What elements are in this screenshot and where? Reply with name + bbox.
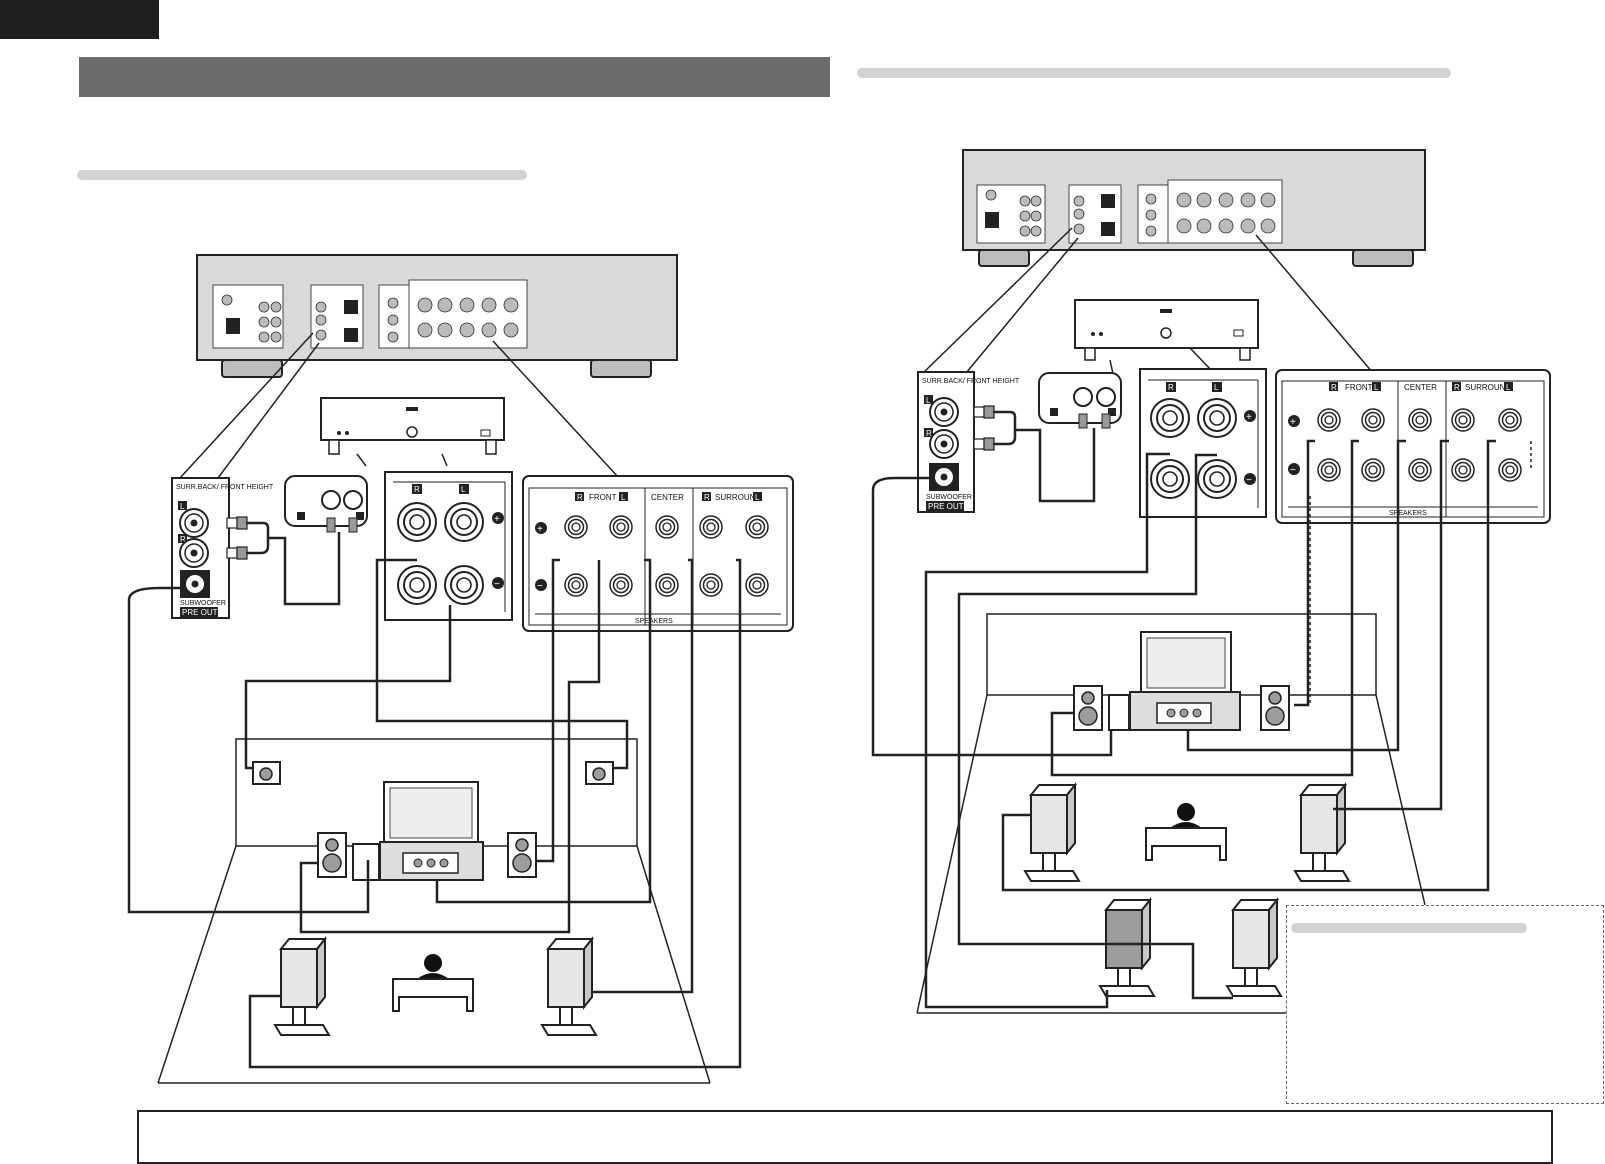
left-amp-input-block: [284, 475, 368, 533]
right-front-speaker-r: [1260, 685, 1290, 731]
right-preout-title: SURR.BACK/ FRONT HEIGHT: [922, 378, 1020, 385]
section-header-bar: [79, 57, 830, 97]
right-receiver-rear: [962, 149, 1426, 267]
left-preout-terminal-block: SURR.BACK/ FRONT HEIGHT L R SUBWOOFER PR…: [171, 477, 274, 619]
left-surr-r: R: [704, 493, 710, 502]
right-surround-speaker-l: [1024, 784, 1080, 882]
right-tv: [1140, 631, 1232, 693]
right-speaker-terminals: R FRONT L CENTER R SURROUND L + − SPEAKE…: [1275, 369, 1551, 524]
left-preout-l: L: [180, 502, 185, 511]
left-center-speaker: [379, 841, 484, 881]
right-surround-back-speaker-l: [1099, 899, 1155, 997]
right-center-label: CENTER: [1404, 383, 1437, 392]
right-speakers-footer: SPEAKERS: [1389, 510, 1427, 517]
right-amp-plus: +: [1246, 412, 1252, 423]
right-spk-plus: +: [1290, 417, 1296, 428]
left-preout-title: SURR.BACK/ FRONT HEIGHT: [176, 484, 274, 491]
left-callout-lines: [179, 332, 620, 479]
right-subheading-rule: [857, 68, 1451, 78]
left-height-speaker-l: [252, 761, 281, 785]
right-surr-l: L: [1506, 383, 1511, 392]
left-front-speaker-r: [507, 832, 537, 878]
right-spk-minus: −: [1290, 465, 1296, 476]
right-room-outline: [916, 613, 1426, 1014]
left-subwoofer: [352, 843, 380, 881]
right-surround-back-speaker-r: [1226, 899, 1282, 997]
left-tv: [383, 781, 479, 843]
left-amp-r: R: [414, 485, 420, 494]
right-amp-minus: −: [1246, 475, 1252, 486]
right-preout-terminal-block: SURR.BACK/ FRONT HEIGHT L R SUBWOOFER PR…: [917, 371, 1020, 513]
left-preout-label: PRE OUT: [182, 608, 218, 617]
left-surr-l: L: [755, 493, 760, 502]
right-amp-r: R: [1168, 383, 1174, 392]
left-height-speaker-r: [585, 761, 614, 785]
right-listener: [1145, 802, 1227, 861]
right-amp-speaker-terminals: R L + −: [1139, 368, 1267, 518]
left-front-label: FRONT: [589, 493, 617, 502]
left-speaker-terminals: R FRONT L CENTER R SURROUND L + − SPEAKE…: [522, 475, 794, 632]
left-surround-speaker-r: [541, 938, 597, 1036]
right-preout-label: PRE OUT: [928, 502, 964, 511]
left-amp-speaker-terminals: R L + −: [384, 471, 513, 621]
right-amp-l: L: [1214, 383, 1219, 392]
right-preout-sub: SUBWOOFER: [926, 494, 972, 501]
left-amp-l: L: [461, 485, 466, 494]
left-amp-minus: −: [494, 579, 500, 590]
left-power-amplifier: [320, 397, 505, 467]
right-power-amplifier: [1074, 299, 1259, 375]
right-amp-input-block: [1038, 372, 1122, 429]
right-wiring: [871, 404, 1532, 1009]
left-spk-plus: +: [537, 524, 543, 535]
left-speakers-footer: SPEAKERS: [635, 618, 673, 625]
right-front-l: L: [1374, 383, 1379, 392]
left-subheading-rule: [77, 170, 527, 180]
right-preout-l: L: [926, 396, 931, 405]
right-surround-label: SURROUND: [1465, 383, 1511, 392]
left-preout-sub: SUBWOOFER: [180, 600, 226, 607]
left-surround-label: SURROUND: [715, 493, 761, 502]
left-preout-r: R: [180, 535, 186, 544]
right-surr-r: R: [1454, 383, 1460, 392]
left-front-l: L: [621, 493, 626, 502]
right-center-speaker: [1129, 691, 1241, 731]
left-surround-speaker-l: [274, 938, 330, 1036]
right-callout-lines: [922, 227, 1374, 374]
right-front-r: R: [1331, 383, 1337, 392]
page-tab-marker: [0, 0, 159, 39]
note-heading-rule: [1291, 923, 1527, 933]
note-box: [1286, 905, 1604, 1104]
left-center-label: CENTER: [651, 493, 684, 502]
right-front-speaker-l: [1073, 685, 1103, 731]
right-preout-r: R: [926, 429, 932, 438]
left-front-speaker-l: [317, 832, 347, 878]
left-receiver-rear: [196, 254, 678, 378]
left-amp-plus: +: [494, 514, 500, 525]
footer-note-box: [137, 1110, 1553, 1164]
right-surround-speaker-r: [1294, 784, 1350, 882]
left-wiring: [127, 515, 742, 1069]
left-front-r: R: [577, 493, 583, 502]
right-subwoofer: [1108, 694, 1130, 731]
right-front-label: FRONT: [1345, 383, 1373, 392]
left-spk-minus: −: [537, 581, 543, 592]
left-listener: [392, 953, 474, 1012]
